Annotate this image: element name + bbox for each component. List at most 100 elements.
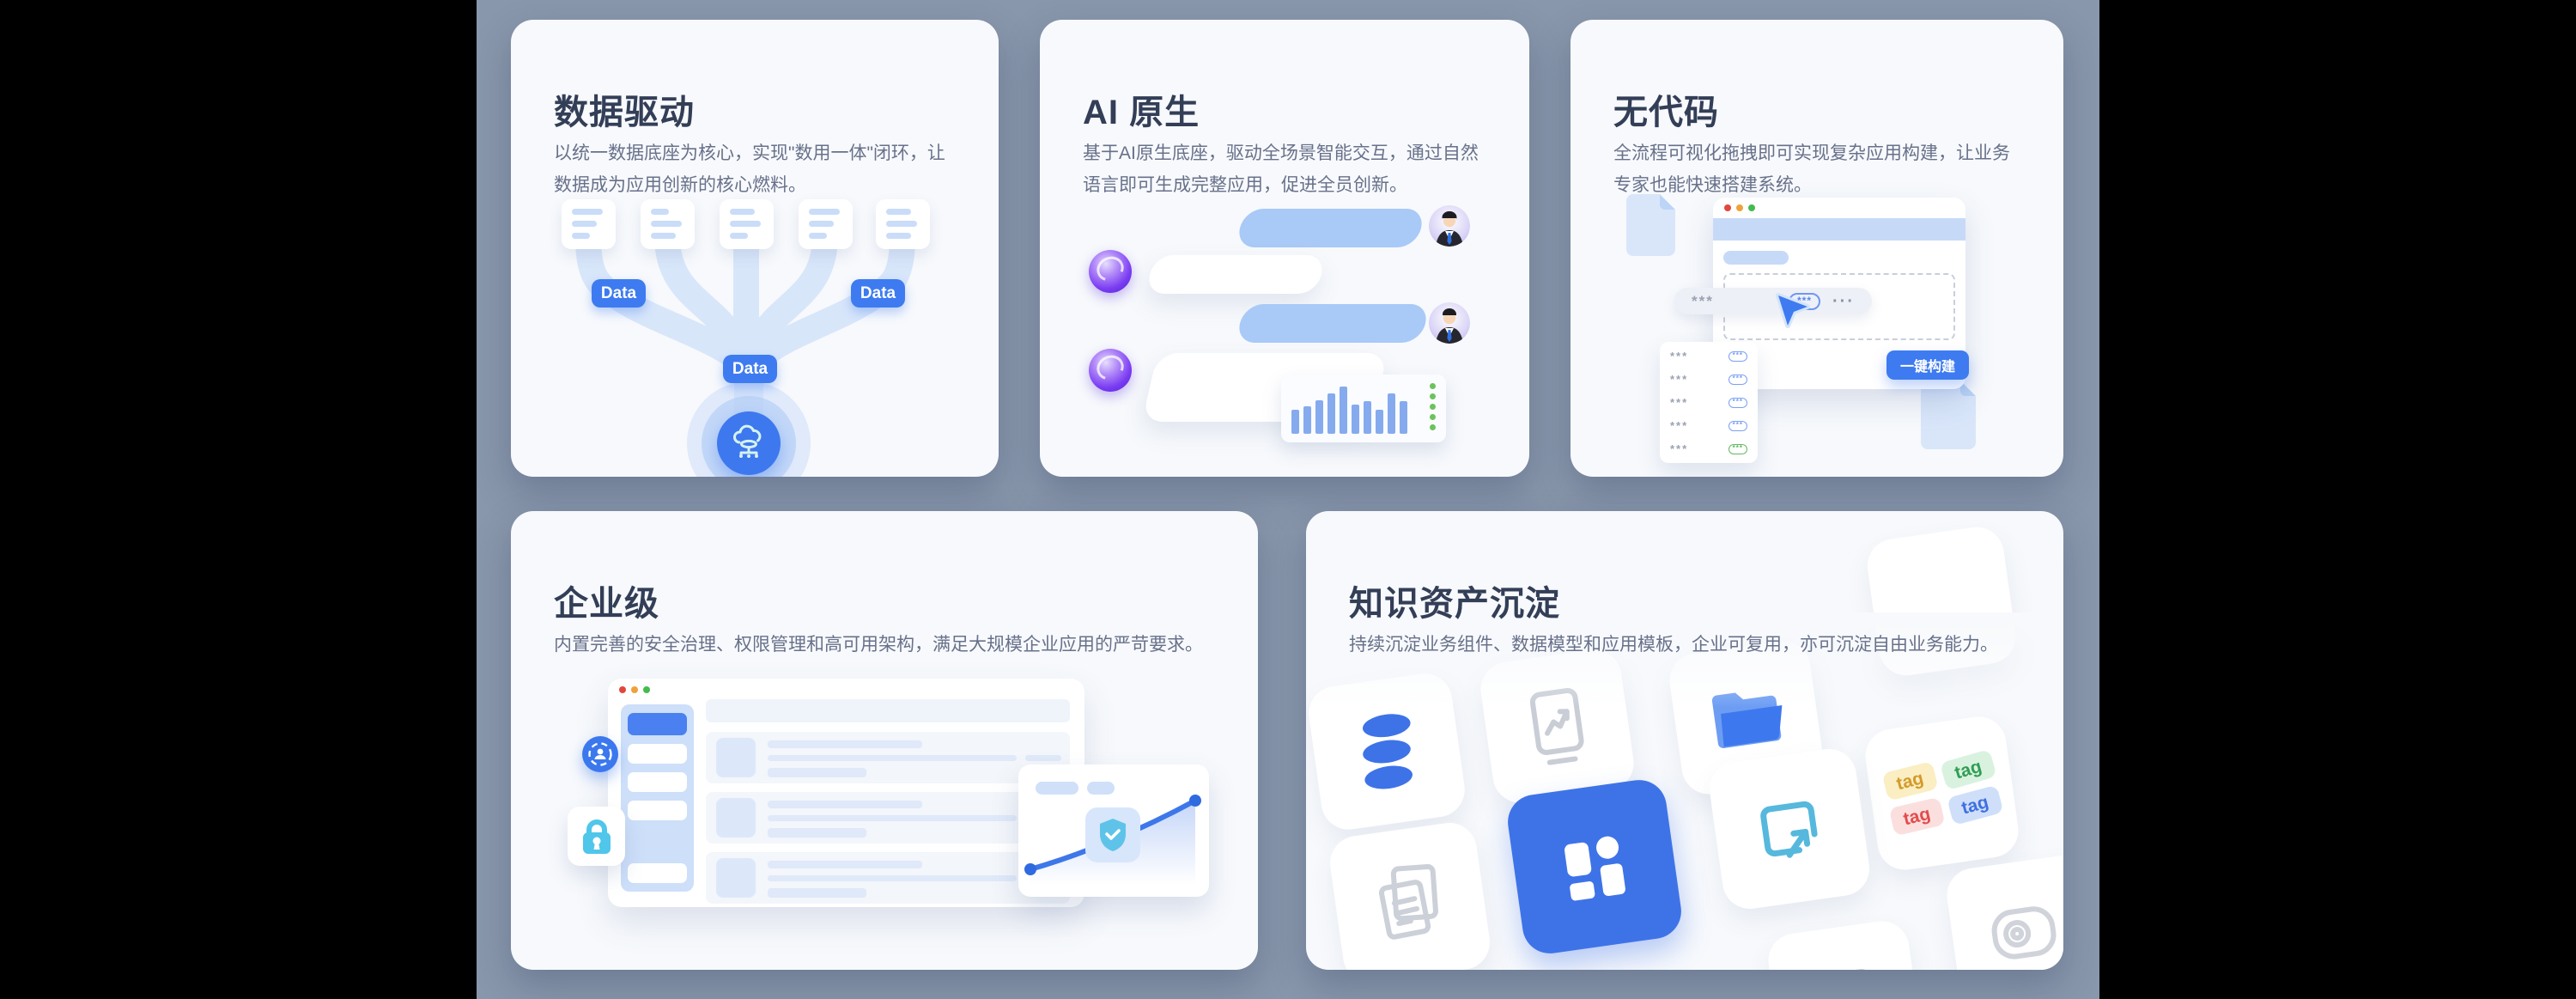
card-description: 持续沉淀业务组件、数据模型和应用模板，企业可复用，亦可沉淀自由业务能力。 [1349, 635, 1998, 655]
row-tag-pill: *** [1728, 397, 1747, 408]
window-sidebar [621, 704, 694, 892]
row-thumbnail [716, 858, 756, 898]
text-bar [768, 740, 922, 748]
feature-card-data-driven: 数据驱动 以统一数据底座为核心，实现"数用一体"闭环，让数据成为应用创新的核心燃… [511, 20, 999, 477]
chart-bar [1291, 410, 1299, 434]
row-tag-pill: *** [1728, 374, 1747, 385]
row-thumbnail [716, 798, 756, 838]
user-avatar [1429, 302, 1470, 344]
doc-text-bar [886, 209, 911, 215]
doc-text-bar [651, 209, 669, 215]
row-label: *** [1670, 396, 1689, 409]
maximize-traffic-dot [1748, 204, 1755, 211]
data-chip: Data [851, 279, 905, 308]
source-doc-tile [562, 199, 616, 249]
row-tag-pill-green: *** [1728, 443, 1747, 454]
list-row [706, 732, 1070, 783]
launcher-grid-icon [1564, 836, 1625, 901]
green-dot-column [1430, 383, 1436, 430]
component-list-panel: *** *** *** *** *** *** *** *** *** ** [1660, 342, 1758, 463]
cursor-click-icon [1760, 801, 1818, 858]
text-bar [768, 755, 1017, 761]
asset-tile-dashboard-chart [1477, 646, 1637, 807]
doc-text-bar [572, 209, 603, 215]
asset-tile-click-action [1705, 745, 1874, 913]
window-titlebar [608, 679, 1084, 701]
chart-bar [1376, 410, 1383, 434]
card-description: 基于AI原生底座，驱动全场景智能交互，通过自然语言即可生成完整应用，促进全员创新… [1083, 143, 1479, 195]
row-thumbnail [716, 738, 756, 777]
cursor-arrow-icon [1776, 293, 1810, 328]
doc-text-bar [572, 233, 590, 239]
doc-text-bar [572, 221, 597, 227]
tag-chip-green: tag [1938, 749, 1996, 791]
close-traffic-dot [1724, 204, 1731, 211]
data-chip: Data [723, 355, 777, 383]
sidebar-item [628, 772, 687, 792]
source-doc-tile [641, 199, 695, 249]
source-doc-tile [876, 199, 930, 249]
doc-text-bar [651, 221, 682, 227]
asset-tile-toggle [1943, 852, 2063, 970]
component-row: *** *** [1670, 443, 1747, 454]
card-title: 无代码 [1613, 94, 1719, 132]
doc-text-bar [809, 209, 840, 215]
doc-text-bar [730, 221, 761, 227]
component-row: *** *** [1670, 374, 1747, 385]
ai-assistant-avatar [1089, 349, 1132, 392]
card-title: 知识资产沉淀 [1349, 585, 1560, 624]
row-label: *** [1670, 442, 1689, 455]
tag-chip-blue: tag [1946, 784, 2003, 826]
cloud-database-hub [717, 411, 781, 475]
text-bar [768, 861, 922, 868]
ai-assistant-avatar [1089, 250, 1132, 293]
chart-bar [1352, 405, 1359, 434]
asset-tile-app-launcher [1504, 776, 1686, 958]
green-dot [1430, 404, 1436, 410]
minimize-traffic-dot [1736, 204, 1743, 211]
asset-tile-database [1306, 670, 1468, 833]
minimize-traffic-dot [631, 686, 638, 693]
image-icon [1814, 968, 1875, 970]
doc-text-bar [809, 233, 827, 239]
security-lock-icon [568, 807, 625, 866]
card-title: 企业级 [554, 585, 659, 624]
asset-tile-tags: tag tag tag tag [1862, 713, 2022, 874]
chart-bar [1340, 387, 1347, 434]
feature-card-knowledge-assets: 知识资产沉淀 持续沉淀业务组件、数据模型和应用模板，企业可复用，亦可沉淀自由业务… [1306, 511, 2063, 970]
component-row: *** *** [1670, 397, 1747, 408]
toolbar-text: *** [1692, 293, 1714, 309]
feature-card-enterprise: 企业级 内置完善的安全治理、权限管理和高可用架构，满足大规模企业应用的严苛要求。 [511, 511, 1258, 970]
phone-chart-icon [1529, 687, 1583, 765]
user-message-bubble [1235, 304, 1431, 343]
shield-check-icon [1085, 807, 1140, 862]
chart-bar [1327, 393, 1335, 434]
text-bar [768, 768, 866, 777]
documents-icon [1378, 864, 1438, 940]
text-bar [768, 801, 922, 808]
one-click-build-button[interactable]: 一键构建 [1886, 350, 1969, 380]
source-doc-tile [720, 199, 774, 249]
doc-text-bar [886, 233, 911, 239]
text-bar [768, 828, 866, 838]
metric-pill [1036, 782, 1078, 795]
row-label: *** [1670, 373, 1689, 386]
card-title: 数据驱动 [554, 94, 695, 132]
text-bar [768, 888, 866, 898]
maximize-traffic-dot [643, 686, 650, 693]
content-stage: 数据驱动 以统一数据底座为核心，实现"数用一体"闭环，让数据成为应用创新的核心燃… [477, 0, 2099, 999]
tag-chip-grid: tag tag tag tag [1881, 749, 2003, 837]
card-title: AI 原生 [1083, 94, 1200, 132]
window-header-band [1713, 218, 1965, 241]
metric-pill [1087, 782, 1115, 795]
tag-chip-yellow: tag [1881, 761, 1938, 801]
database-icon [1362, 714, 1413, 789]
component-row: *** *** [1670, 350, 1747, 362]
row-label: *** [1670, 419, 1689, 432]
tag-chip-red: tag [1888, 796, 1945, 837]
green-dot [1430, 424, 1436, 430]
green-dot [1430, 393, 1436, 399]
card-description: 内置完善的安全治理、权限管理和高可用架构，满足大规模企业应用的严苛要求。 [554, 635, 1203, 655]
chart-bar [1303, 406, 1311, 434]
